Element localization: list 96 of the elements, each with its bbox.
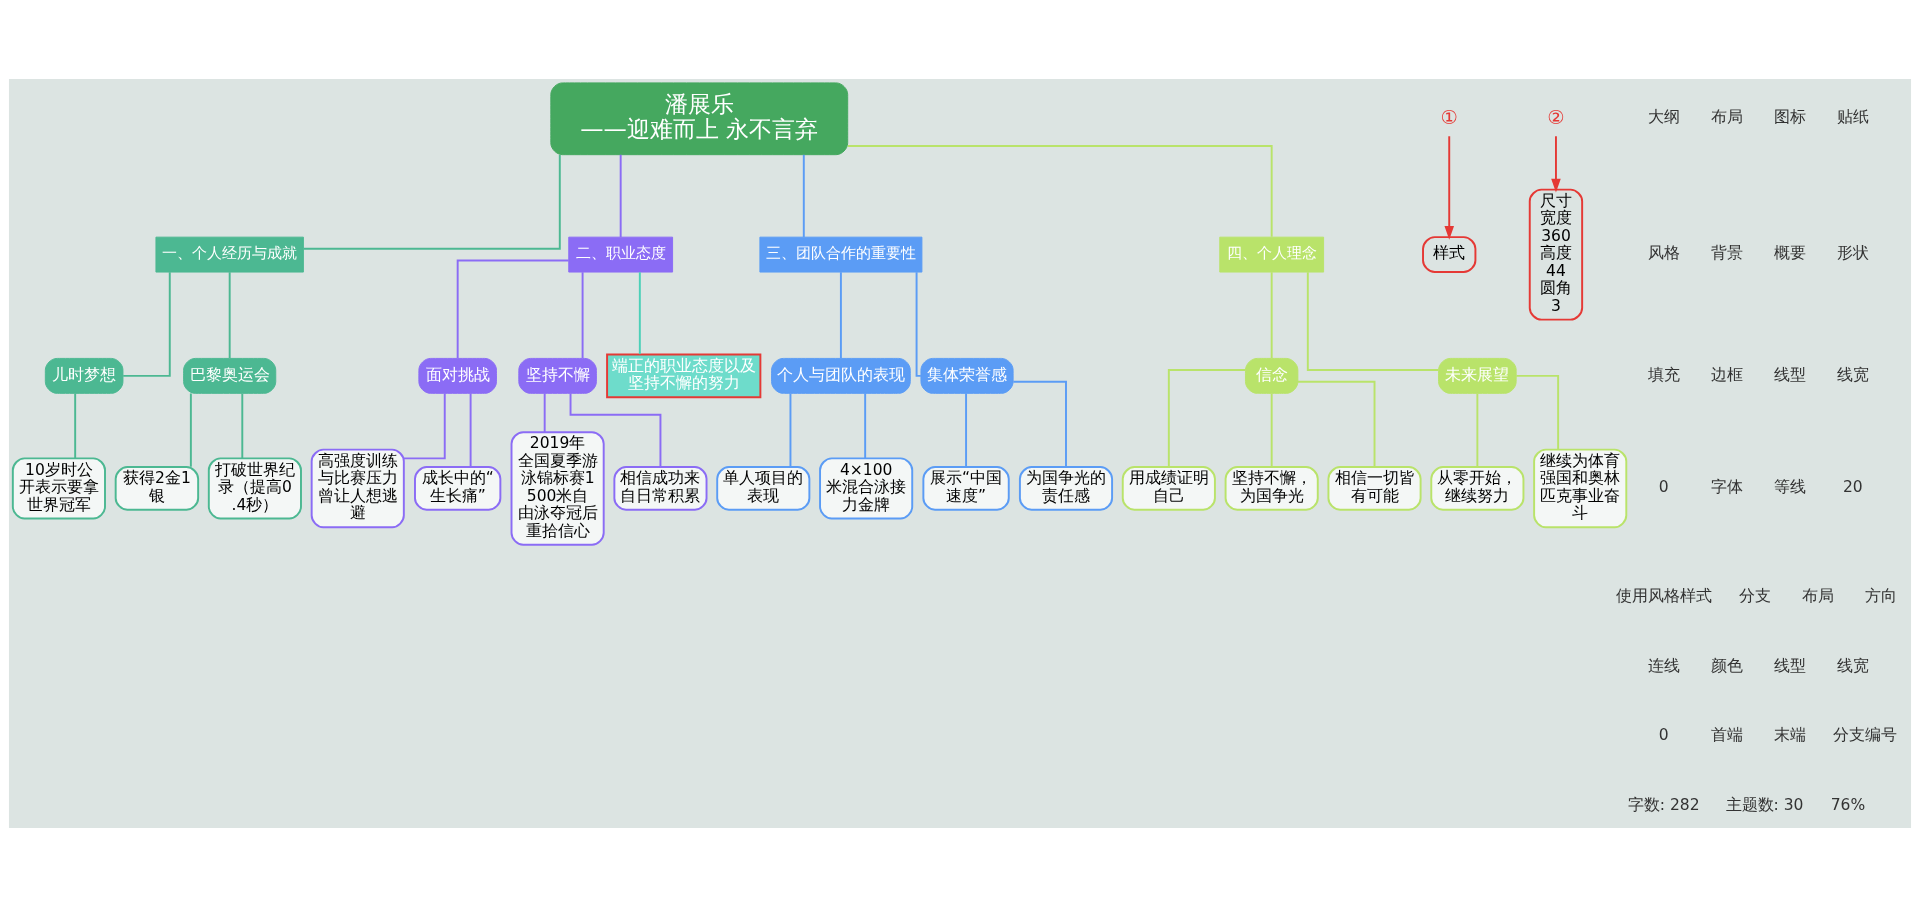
label: 形状 xyxy=(1836,244,1869,263)
node-box: 未来展望 xyxy=(1438,357,1517,394)
connector xyxy=(302,154,561,250)
label: 0 xyxy=(1658,478,1669,497)
connector xyxy=(1306,271,1440,372)
label: 边框 xyxy=(1710,365,1743,384)
connector xyxy=(839,271,842,360)
label: 布局 xyxy=(1710,108,1743,127)
label: 图标 xyxy=(1773,108,1806,127)
node-box: 展示“中国速度” xyxy=(922,466,1010,511)
node-box: 端正的职业态度以及坚持不懈的努力 xyxy=(606,353,762,399)
node-box: 儿时梦想 xyxy=(44,357,124,394)
label: 填充 xyxy=(1647,365,1680,384)
node-text: ① xyxy=(1440,105,1458,129)
connector xyxy=(456,259,570,360)
connector xyxy=(569,392,662,468)
connector xyxy=(1270,392,1273,468)
node-box: 潘展乐 ——迎难而上 永不言弃 xyxy=(550,82,849,156)
connector xyxy=(403,392,446,460)
arrow xyxy=(1444,135,1454,240)
connector xyxy=(619,153,622,239)
node-box: 信念 xyxy=(1245,357,1299,394)
label: 贴纸 xyxy=(1836,108,1869,127)
connector xyxy=(543,392,546,433)
label: 末端 xyxy=(1773,726,1806,745)
label: 布局 xyxy=(1801,586,1834,605)
connector xyxy=(915,271,922,377)
label: 字数: 282 xyxy=(1627,796,1700,815)
label: 分支编号 xyxy=(1833,726,1898,745)
connector xyxy=(241,392,244,460)
node-box: 巴黎奥运会 xyxy=(183,357,277,394)
connector xyxy=(189,392,192,468)
node-box: 打破世界纪录（提高0.4秒） xyxy=(207,457,302,520)
node-box: 成长中的“生长痛” xyxy=(414,466,502,511)
node-box: 获得2金1银 xyxy=(114,466,200,511)
connector xyxy=(789,392,792,468)
label: 颜色 xyxy=(1710,656,1743,675)
node-box: 10岁时公开表示要拿世界冠军 xyxy=(11,457,106,520)
connector xyxy=(581,271,584,360)
connector xyxy=(1270,271,1273,360)
label: 线宽 xyxy=(1836,656,1869,675)
node-box: 从零开始，继续努力 xyxy=(1430,466,1525,511)
node-box: 继续为体育强国和奥林匹克事业奋斗 xyxy=(1533,448,1628,529)
arrow xyxy=(1551,135,1561,193)
label: 主题数: 30 xyxy=(1725,796,1804,815)
connector xyxy=(965,392,968,468)
connector xyxy=(1296,380,1376,468)
label: 20 xyxy=(1842,478,1863,497)
node-box: 相信成功来自日常积累 xyxy=(613,466,708,511)
label: 大纲 xyxy=(1647,108,1680,127)
connector xyxy=(122,271,171,377)
node-box: 二、职业态度 xyxy=(568,236,674,273)
node-box: 三、团队合作的重要性 xyxy=(759,236,923,273)
node-box: 坚持不懈，为国争光 xyxy=(1224,466,1319,511)
connector xyxy=(228,271,231,360)
node-box: 面对挑战 xyxy=(418,357,497,394)
node-box: 用成绩证明自己 xyxy=(1121,466,1216,511)
node-box: 相信一切皆有可能 xyxy=(1327,466,1422,511)
label: 线宽 xyxy=(1836,365,1869,384)
connector xyxy=(1012,380,1067,468)
node-text: ② xyxy=(1547,105,1565,129)
node-box: 尺寸 宽度 360 高度 44 圆角 3 xyxy=(1528,188,1584,321)
label: 字体 xyxy=(1710,478,1743,497)
node-box: 集体荣誉感 xyxy=(920,357,1014,394)
node-box: 四、个人理念 xyxy=(1219,236,1325,273)
node-box: 样式 xyxy=(1422,236,1477,274)
connector xyxy=(469,392,472,468)
label: 风格 xyxy=(1647,244,1680,263)
node-box: 2019年全国夏季游泳锦标赛1500米自由泳夺冠后重拾信心 xyxy=(510,431,605,546)
label: 线型 xyxy=(1773,656,1806,675)
label: 等线 xyxy=(1773,478,1806,497)
label: 分支 xyxy=(1738,586,1771,605)
connector xyxy=(638,271,641,356)
connector xyxy=(1515,374,1560,451)
connector xyxy=(864,392,867,460)
node-box: 单人项目的表现 xyxy=(716,466,811,511)
node-box: 4×100米混合泳接力金牌 xyxy=(819,457,914,520)
connector xyxy=(802,153,805,239)
connector xyxy=(846,144,1273,238)
node-box: 高强度训练与比赛压力曾让人想逃避 xyxy=(310,448,405,529)
node-box: 为国争光的责任感 xyxy=(1018,466,1114,511)
label: 线型 xyxy=(1773,365,1806,384)
label: 使用风格样式 xyxy=(1615,586,1712,605)
label: 连线 xyxy=(1647,656,1680,675)
connector xyxy=(1167,369,1247,468)
label: 0 xyxy=(1658,726,1669,745)
connector xyxy=(74,392,77,460)
label: 背景 xyxy=(1710,244,1743,263)
node-box: 坚持不懈 xyxy=(518,357,597,394)
node-box: 一、个人经历与成就 xyxy=(155,236,304,273)
node-box: 个人与团队的表现 xyxy=(771,357,911,394)
label: 概要 xyxy=(1773,244,1806,263)
label: 76% xyxy=(1830,796,1866,815)
label: 方向 xyxy=(1864,586,1897,605)
label: 首端 xyxy=(1710,726,1743,745)
connector xyxy=(1476,392,1479,468)
